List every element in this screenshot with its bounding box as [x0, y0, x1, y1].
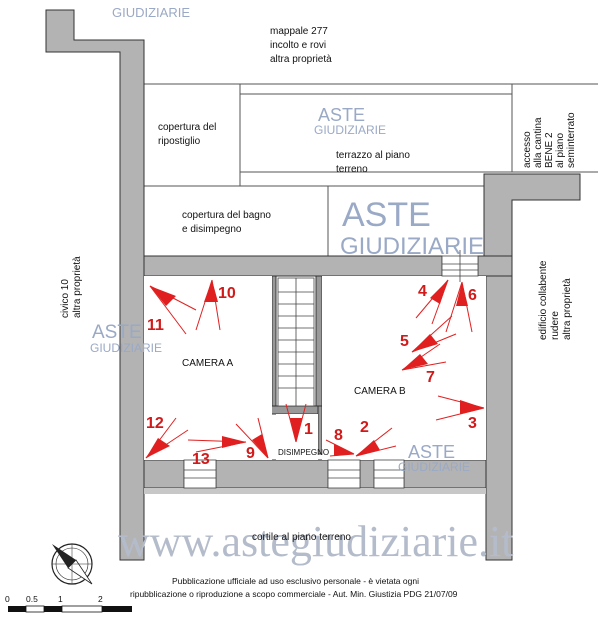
label-terrazzo-1: terrazzo al piano: [336, 150, 410, 161]
svg-text:5: 5: [400, 333, 409, 350]
scale-tick-05: 0.5: [26, 594, 38, 604]
photo-point-2: 2: [355, 419, 397, 457]
label-terrazzo-2: terreno: [336, 164, 368, 175]
watermark-brand-bottom: GIUDIZIARIE: [398, 460, 470, 474]
photo-point-4: 4: [415, 279, 449, 325]
svg-text:3: 3: [468, 415, 477, 432]
scale-bar: 0 0.5 1 2: [5, 594, 132, 613]
area-labels: mappale 277 incolto e rovi altra proprie…: [60, 26, 577, 543]
label-cortile: cortile al piano terreno: [252, 532, 351, 543]
label-camera-a: CAMERA A: [182, 358, 233, 369]
photo-point-13: 13: [187, 436, 247, 468]
svg-text:1: 1: [304, 421, 313, 438]
label-copertura-ripostiglio-1: copertura del: [158, 122, 216, 133]
label-disimpegno: DISIMPEGNO: [278, 448, 329, 457]
svg-text:12: 12: [146, 415, 164, 432]
photo-point-3: 3: [435, 395, 485, 432]
watermarks: GIUDIZIARIE ASTE GIUDIZIARIE ASTE GIUDIZ…: [90, 5, 513, 566]
label-edificio-1: edificio collabente: [538, 260, 549, 340]
svg-text:10: 10: [218, 285, 236, 302]
photo-point-10: 10: [195, 279, 236, 331]
label-civico-1: civico 10: [60, 279, 71, 318]
rooms: [144, 276, 486, 460]
watermark-brand-top: ASTE: [342, 196, 431, 234]
label-civico-2: altra proprietà: [72, 256, 83, 318]
label-camera-b: CAMERA B: [354, 386, 406, 397]
watermark-brand-bottom: GIUDIZIARIE: [314, 123, 386, 137]
photo-point-11: 11: [147, 285, 197, 335]
svg-text:7: 7: [426, 369, 435, 386]
label-copertura-bagno-1: copertura del bagno: [182, 210, 271, 221]
svg-text:13: 13: [192, 451, 210, 468]
watermark-url: www.astegiudiziarie.it: [118, 517, 513, 566]
watermark-brand-bottom: GIUDIZIARIE: [340, 233, 484, 260]
photo-point-6: 6: [445, 281, 477, 333]
label-accesso-4: al piano: [555, 133, 566, 168]
svg-text:4: 4: [418, 283, 427, 300]
svg-text:9: 9: [246, 445, 255, 462]
walls: [45, 9, 581, 561]
north-arrow-icon: [51, 543, 93, 585]
windows: [183, 250, 479, 489]
label-mappale-3: altra proprietà: [270, 54, 332, 65]
footer-line-2: ripubblicazione o riproduzione a scopo c…: [130, 589, 458, 599]
watermark-brand-bottom: GIUDIZIARIE: [112, 5, 190, 20]
svg-text:8: 8: [334, 427, 343, 444]
photo-point-1: 1: [285, 403, 313, 443]
label-accesso-2: alla cantina: [533, 117, 544, 168]
footer: Pubblicazione ufficiale ad uso esclusivo…: [130, 576, 458, 599]
scale-tick-2: 2: [98, 594, 103, 604]
label-edificio-2: rudere: [550, 311, 561, 340]
watermark-brand-top: ASTE: [408, 442, 455, 462]
photo-point-7: 7: [401, 343, 447, 386]
watermark-brand-top: ASTE: [92, 322, 142, 343]
label-accesso-5: seminterrato: [566, 112, 577, 168]
svg-text:2: 2: [360, 419, 369, 436]
label-accesso-1: accesso: [522, 131, 533, 168]
scale-tick-1: 1: [58, 594, 63, 604]
footer-line-1: Pubblicazione ufficiale ad uso esclusivo…: [172, 576, 419, 586]
photo-point-8: 8: [325, 427, 355, 457]
photo-point-9: 9: [235, 417, 269, 462]
watermark-brand-bottom: GIUDIZIARIE: [90, 341, 162, 355]
label-copertura-bagno-2: e disimpegno: [182, 224, 242, 235]
photo-point-5: 5: [400, 315, 457, 353]
svg-text:6: 6: [468, 287, 477, 304]
svg-text:11: 11: [147, 317, 164, 334]
photo-arrows: 10 11 12 13 9: [145, 279, 485, 468]
label-mappale-1: mappale 277: [270, 26, 328, 37]
watermark-brand-top: ASTE: [318, 105, 365, 125]
label-edificio-3: altra proprietà: [562, 278, 573, 340]
staircase: [277, 277, 315, 407]
scale-tick-0: 0: [5, 594, 10, 604]
label-accesso-3: BENE 2: [544, 132, 555, 168]
label-mappale-2: incolto e rovi: [270, 40, 326, 51]
label-copertura-ripostiglio-2: ripostiglio: [158, 136, 201, 147]
photo-point-12: 12: [145, 415, 189, 459]
